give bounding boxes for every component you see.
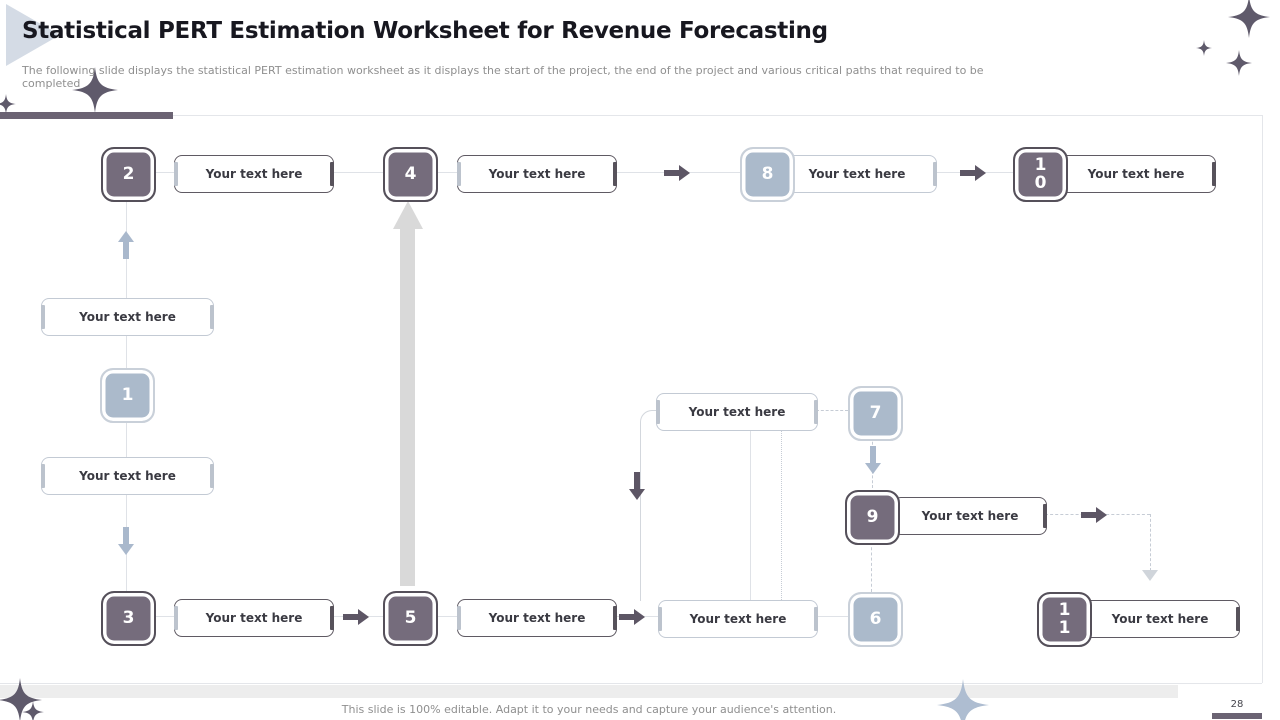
node-10[interactable]: 1 0 [1013,147,1068,202]
placeholder-label: Your text here [488,611,586,625]
text-placeholder-left-lower[interactable]: Your text here [41,457,214,495]
text-placeholder-after-node8[interactable]: Your text here [777,155,937,193]
node-2[interactable]: 2 [101,147,156,202]
placeholder-label: Your text here [79,310,176,324]
placeholder-label: Your text here [488,167,586,181]
sparkle-icon [1196,40,1212,56]
frame-border-top [173,115,1262,116]
frame-border-bottom [0,683,1262,684]
arrow-up-icon [118,231,134,259]
node-6[interactable]: 6 [848,592,903,647]
page-title: Statistical PERT Estimation Worksheet fo… [22,18,828,44]
arrow-right-icon [1081,507,1107,523]
text-placeholder-left-upper[interactable]: Your text here [41,298,214,336]
arrow-right-icon [960,165,986,181]
text-placeholder-after-node2[interactable]: Your text here [174,155,334,193]
connector-mid-vertical [750,429,751,600]
footer-strip [0,685,1178,698]
text-placeholder-after-node9[interactable]: Your text here [893,497,1047,535]
footer-note: This slide is 100% editable. Adapt it to… [341,703,837,716]
sparkle-icon [0,94,16,114]
frame-border-right [1262,115,1263,683]
sparkle-icon [0,678,42,720]
placeholder-label: Your text here [808,167,906,181]
node-3-label: 3 [122,607,135,628]
node-10-label: 1 0 [1034,155,1047,193]
text-placeholder-after-node11[interactable]: Your text here [1080,600,1240,638]
node-11[interactable]: 1 1 [1037,592,1092,647]
node-1-label: 1 [121,384,134,405]
sparkle-icon [1228,0,1270,38]
text-placeholder-bottom-middle[interactable]: Your text here [658,600,818,638]
node-9-label: 9 [866,506,879,527]
title-triangle-decoration [6,4,60,66]
node-7-label: 7 [869,402,882,423]
accent-bar [0,112,173,119]
connector-node9-to-node6 [871,542,872,592]
text-placeholder-after-node4[interactable]: Your text here [457,155,617,193]
arrow-right-icon [343,609,369,625]
node-11-label: 1 1 [1058,600,1071,638]
placeholder-label: Your text here [688,405,786,419]
sparkle-icon [937,679,989,720]
sparkle-icon [1226,50,1252,76]
connector-down-to-node11 [1150,514,1151,571]
placeholder-label: Your text here [921,509,1019,523]
node-5-label: 5 [404,607,417,628]
sparkle-icon [22,701,44,720]
connector-mid-dotted [781,429,782,600]
node-8-label: 8 [761,163,774,184]
arrow-right-icon [619,609,645,625]
placeholder-label: Your text here [79,469,176,483]
connector-elbow [640,410,657,601]
sparkle-icon [72,67,118,113]
page-number-bar [1212,713,1262,719]
node-6-label: 6 [869,608,882,629]
arrow-down-icon [865,446,881,474]
node-7[interactable]: 7 [848,386,903,441]
connector-box-to-node7 [816,410,848,411]
text-placeholder-mid-upper[interactable]: Your text here [656,393,818,431]
arrow-down-icon [629,472,645,500]
node-3[interactable]: 3 [101,591,156,646]
text-placeholder-after-node10[interactable]: Your text here [1056,155,1216,193]
big-arrow-up-icon [393,201,423,229]
node-4-label: 4 [404,163,417,184]
node-2-label: 2 [122,163,135,184]
placeholder-label: Your text here [689,612,787,626]
arrowhead-down-icon [1142,570,1158,581]
arrow-right-icon [664,165,690,181]
placeholder-label: Your text here [205,611,303,625]
node-1[interactable]: 1 [100,368,155,423]
page-subtitle: The following slide displays the statist… [22,64,984,90]
text-placeholder-after-node5[interactable]: Your text here [457,599,617,637]
placeholder-label: Your text here [205,167,303,181]
node-4[interactable]: 4 [383,147,438,202]
arrow-down-icon [118,527,134,555]
placeholder-label: Your text here [1111,612,1209,626]
node-9[interactable]: 9 [845,490,900,545]
node-8[interactable]: 8 [740,147,795,202]
big-arrow-shaft [400,228,415,586]
text-placeholder-after-node3[interactable]: Your text here [174,599,334,637]
placeholder-label: Your text here [1087,167,1185,181]
node-5[interactable]: 5 [383,591,438,646]
page-number: 28 [1230,699,1244,710]
